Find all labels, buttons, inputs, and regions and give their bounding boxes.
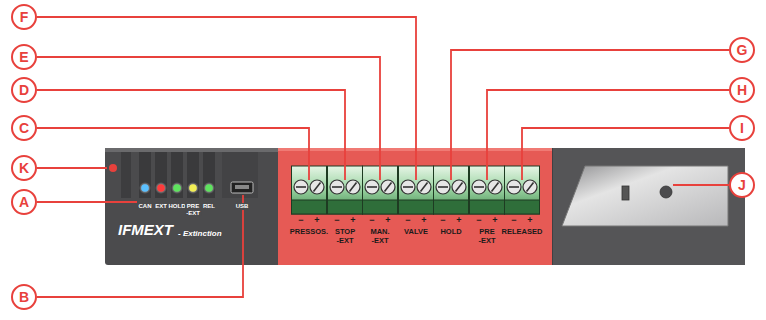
polarity-sign: −: [369, 216, 374, 225]
callout-letter: D: [19, 82, 29, 98]
polarity-sign: −: [298, 216, 303, 225]
callout-circle: C: [11, 115, 37, 141]
polarity-sign: −: [334, 216, 339, 225]
model-subtitle: - Extinction: [177, 229, 223, 238]
callout-circle: B: [11, 284, 37, 310]
terminal-label: STOP -EXT: [335, 228, 355, 245]
terminal-label: PRESSOS.: [290, 228, 328, 237]
led-slots: [121, 152, 258, 198]
callout-circle: D: [11, 77, 37, 103]
callout-circle: A: [11, 189, 37, 215]
callout-circle: J: [729, 172, 755, 198]
callout-letter: K: [19, 160, 29, 176]
terminal-label: HOLD: [440, 228, 461, 237]
polarity-sign: +: [350, 216, 355, 225]
callout-letter: A: [19, 194, 29, 210]
housing: [105, 148, 745, 265]
usb-port: [231, 182, 253, 193]
polarity-sign: +: [492, 216, 497, 225]
polarity-sign: +: [527, 216, 532, 225]
port-label: USB: [235, 203, 250, 210]
polarity-sign: −: [440, 216, 445, 225]
terminal-label: MAN. -EXT: [370, 228, 389, 245]
corner-marker: [109, 164, 117, 172]
leader-lines: [37, 17, 729, 297]
led-label: PRE -EXT: [185, 203, 201, 216]
model-name: IFMEXT: [117, 222, 174, 237]
led-label: EXT: [154, 203, 168, 210]
status-leds: [139, 182, 215, 194]
polarity-sign: +: [456, 216, 461, 225]
led-label: REL: [202, 203, 216, 210]
callout-circle: E: [11, 44, 37, 70]
polarity-sign: +: [314, 216, 319, 225]
led-label: HOLD: [168, 203, 187, 210]
callout-circle: I: [729, 115, 755, 141]
callout-circle: K: [11, 155, 37, 181]
callout-letter: H: [737, 82, 747, 98]
callout-circle: H: [729, 77, 755, 103]
polarity-sign: −: [476, 216, 481, 225]
callout-letter: J: [738, 177, 746, 193]
din-latch: [562, 166, 728, 226]
terminal-panel: [278, 148, 552, 265]
callout-letter: C: [19, 120, 29, 136]
callout-circle: G: [729, 37, 755, 63]
callout-letter: F: [20, 9, 29, 25]
terminal-label: RELEASED: [502, 228, 543, 237]
polarity-sign: +: [385, 216, 390, 225]
polarity-sign: −: [511, 216, 516, 225]
callout-letter: I: [740, 120, 744, 136]
callout-letter: G: [737, 42, 748, 58]
terminal-label: VALVE: [404, 228, 428, 237]
callout-letter: B: [19, 289, 29, 305]
polarity-sign: −: [405, 216, 410, 225]
callout-letter: E: [19, 49, 28, 65]
led-label: CAN: [138, 203, 153, 210]
terminal-label: PRE -EXT: [478, 228, 495, 245]
polarity-sign: +: [421, 216, 426, 225]
callout-circle: F: [11, 4, 37, 30]
